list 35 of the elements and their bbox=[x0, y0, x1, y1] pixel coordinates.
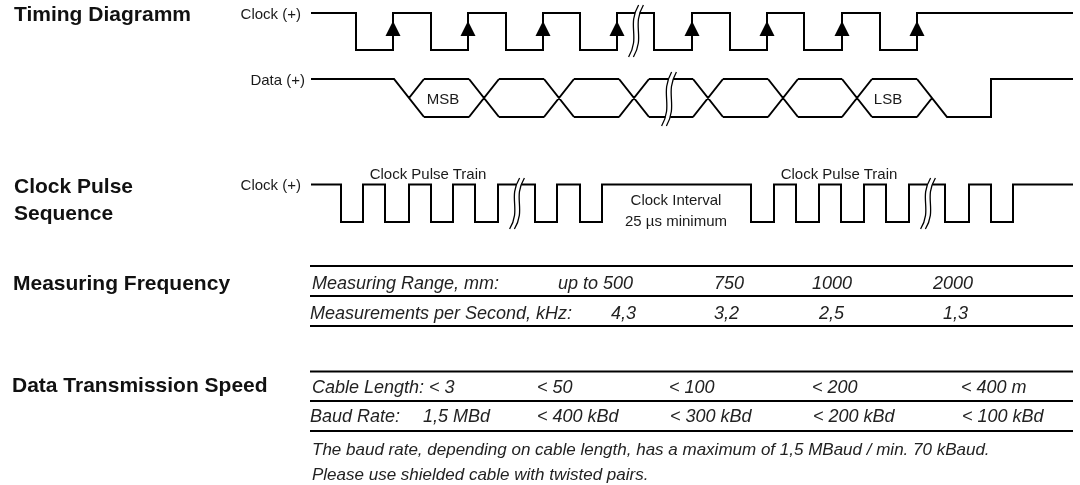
row-label: Measurements per Second, kHz: bbox=[310, 302, 573, 324]
section-heading: Clock Pulse Sequence bbox=[14, 172, 135, 226]
section-heading: Measuring Frequency bbox=[13, 270, 231, 296]
table-value: < 300 kBd bbox=[670, 405, 752, 427]
row-label: Cable Length: < 3 bbox=[312, 376, 455, 398]
table-value: 2,5 bbox=[819, 302, 845, 324]
table-value: 1,5 MBd bbox=[423, 405, 491, 427]
table-value: 2000 bbox=[933, 272, 974, 294]
bit-label: MSB bbox=[426, 90, 460, 108]
table-value: < 100 kBd bbox=[962, 405, 1044, 427]
signal-label: Clock (+) bbox=[240, 5, 301, 23]
table-value: < 200 kBd bbox=[813, 405, 895, 427]
interval-label: Clock Interval 25 µs minimum bbox=[624, 190, 728, 231]
note-text: The baud rate, depending on cable length, has a maximum of 1,5 MBaud / min. 70 kBaud. bbox=[312, 440, 990, 460]
table-value: 4,3 bbox=[611, 302, 637, 324]
section-heading: Data Transmission Speed bbox=[12, 372, 268, 398]
signal-label: Data (+) bbox=[250, 71, 305, 89]
section-heading: Timing Diagramm bbox=[14, 1, 191, 27]
table-value: 750 bbox=[714, 272, 745, 294]
row-label: Measuring Range, mm: bbox=[312, 272, 500, 294]
signal-label: Clock (+) bbox=[240, 175, 301, 194]
table-value: 3,2 bbox=[714, 302, 740, 324]
pulse-train-label: Clock Pulse Train bbox=[369, 164, 487, 183]
note-text: Please use shielded cable with twisted pairs. bbox=[312, 465, 649, 485]
table-value: < 100 bbox=[669, 376, 715, 398]
row-label: Baud Rate: bbox=[310, 405, 401, 427]
table-value: 1,3 bbox=[943, 302, 969, 324]
pulse-train-label: Clock Pulse Train bbox=[780, 164, 898, 183]
table-value: < 400 m bbox=[961, 376, 1027, 398]
table-value: < 200 bbox=[812, 376, 858, 398]
table-value: < 400 kBd bbox=[537, 405, 619, 427]
table-value: < 50 bbox=[537, 376, 573, 398]
table-value: 1000 bbox=[812, 272, 853, 294]
table-value: up to 500 bbox=[558, 272, 634, 294]
bit-label: LSB bbox=[873, 90, 903, 108]
